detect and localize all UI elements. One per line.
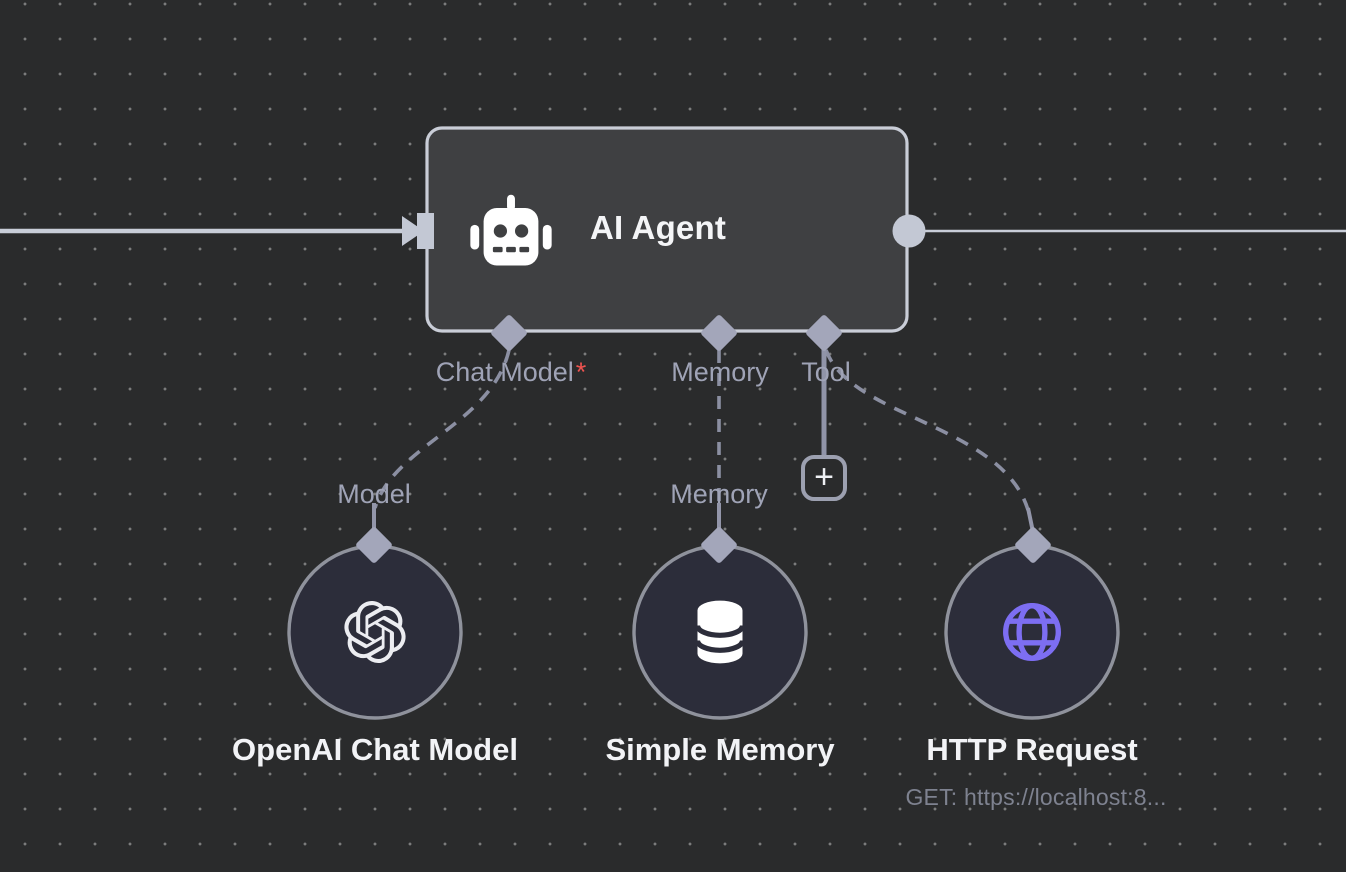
model-port-label: Model [337, 479, 411, 509]
openai-logo-icon [344, 600, 406, 664]
required-asterisk: * [575, 357, 587, 387]
agent-output-port[interactable] [892, 214, 926, 248]
plus-icon: + [814, 457, 834, 496]
port-diamond-tool[interactable] [805, 314, 843, 352]
http-node-label: HTTP Request [926, 732, 1138, 767]
edge-chat-model [373, 349, 511, 509]
port-label-tool: Tool [801, 357, 851, 387]
openai-node-label: OpenAI Chat Model [232, 732, 518, 767]
openai-node-port[interactable] [355, 526, 393, 564]
robot-icon [466, 193, 556, 269]
arrow-right-icon [402, 216, 424, 246]
globe-icon [999, 599, 1065, 665]
port-diamond-chat-model[interactable] [490, 314, 528, 352]
port-label-memory: Memory [671, 357, 769, 387]
port-diamond-memory[interactable] [700, 314, 738, 352]
add-tool-button[interactable]: + [801, 455, 847, 501]
http-node-port[interactable] [1014, 526, 1052, 564]
port-label-chat-model: Chat Model* [436, 357, 587, 388]
agent-input-port[interactable] [417, 213, 434, 249]
edge-tool [824, 349, 1030, 511]
database-icon [690, 598, 750, 666]
memory-node-port[interactable] [700, 526, 738, 564]
http-node-subtitle: GET: https://localhost:8... [905, 784, 1167, 810]
memory-node-label: Simple Memory [605, 732, 835, 767]
port-label-chat-model-text: Chat Model [435, 357, 574, 387]
ai-agent-title: AI Agent [590, 209, 727, 246]
memory-port-label: Memory [670, 479, 768, 509]
